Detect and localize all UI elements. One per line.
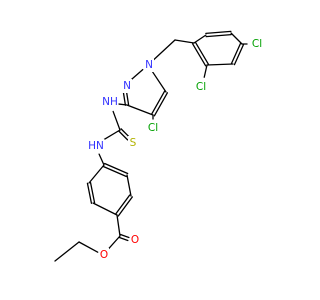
bond-b4-b5	[92, 202, 118, 216]
bond-c4-c5-b	[150, 90, 166, 115]
bond-ct-s1-a	[118, 130, 129, 141]
bond-c3-nh1	[118, 103, 128, 106]
bond-b2-b3	[126, 174, 132, 197]
bond-b3-b4-a	[115, 194, 131, 215]
atom-label-hn2: HN	[88, 140, 104, 152]
atom-bg-cl2	[248, 37, 266, 51]
atom-label-s1: S	[130, 137, 137, 149]
bond-a2-a3-b	[205, 30, 232, 35]
atom-label-n2: N	[123, 80, 131, 92]
bond-n2-c3-b	[126, 92, 130, 106]
bond-cc-o1-b	[119, 233, 130, 239]
atom-label-cl2: Cl	[252, 38, 262, 50]
bond-cc-o2	[106, 235, 121, 252]
bond-c5-n1	[151, 70, 167, 93]
atom-bg-n1	[144, 58, 154, 72]
atom-bg-o1	[130, 233, 140, 247]
atom-bg-cl1	[144, 121, 162, 135]
bond-ch2-n1	[152, 39, 176, 61]
bond-ct-hn2	[102, 129, 121, 141]
atom-bg-hn2	[87, 139, 105, 153]
atom-label-o1: O	[131, 234, 139, 246]
bond-a4-a5-a	[230, 42, 242, 64]
bond-a6-a1-a	[194, 41, 210, 65]
atom-label-cl1: Cl	[148, 122, 158, 134]
bond-b3-b4-b	[117, 196, 133, 217]
atom-bg-s1	[128, 136, 138, 150]
bond-o2-cet1	[78, 241, 99, 253]
bond-a1-ch2	[174, 39, 195, 44]
bond-b4-cc	[116, 214, 121, 237]
bond-b5-b6-a	[89, 182, 96, 204]
bond-b5-b6-b	[86, 182, 93, 204]
bond-a4-a5-b	[233, 44, 245, 66]
atom-label-n1: N	[145, 59, 153, 71]
atom-bg-nh1	[101, 95, 119, 109]
bond-c3-c4	[126, 104, 154, 116]
bond-a6-cl3	[203, 64, 208, 78]
bond-b6-b1	[88, 164, 105, 184]
bond-b1-b2-a	[102, 165, 128, 178]
bond-nh1-ct	[112, 110, 121, 131]
atom-label-cl3: Cl	[196, 81, 206, 93]
bond-a3-a4	[230, 32, 243, 45]
bond-cc-o1-a	[118, 236, 129, 242]
bond-a2-a3-a	[205, 33, 232, 38]
bond-hn2-b1	[98, 153, 105, 166]
atom-bg-n2	[122, 79, 132, 93]
bond-a5-a6	[206, 63, 234, 66]
bond-a6-a1-b	[191, 43, 207, 67]
atom-bg-o2	[99, 248, 109, 262]
atom-label-o2: O	[100, 249, 108, 261]
bond-n2-c3-a	[122, 92, 127, 106]
bond-b1-b2-b	[103, 162, 129, 175]
bond-cet1-cet2	[54, 241, 80, 262]
bond-c4-c5-a	[153, 92, 169, 117]
bond-a1-a2	[193, 34, 207, 44]
atom-bg-cl3	[192, 80, 210, 94]
atom-label-nh1: NH	[102, 96, 118, 108]
